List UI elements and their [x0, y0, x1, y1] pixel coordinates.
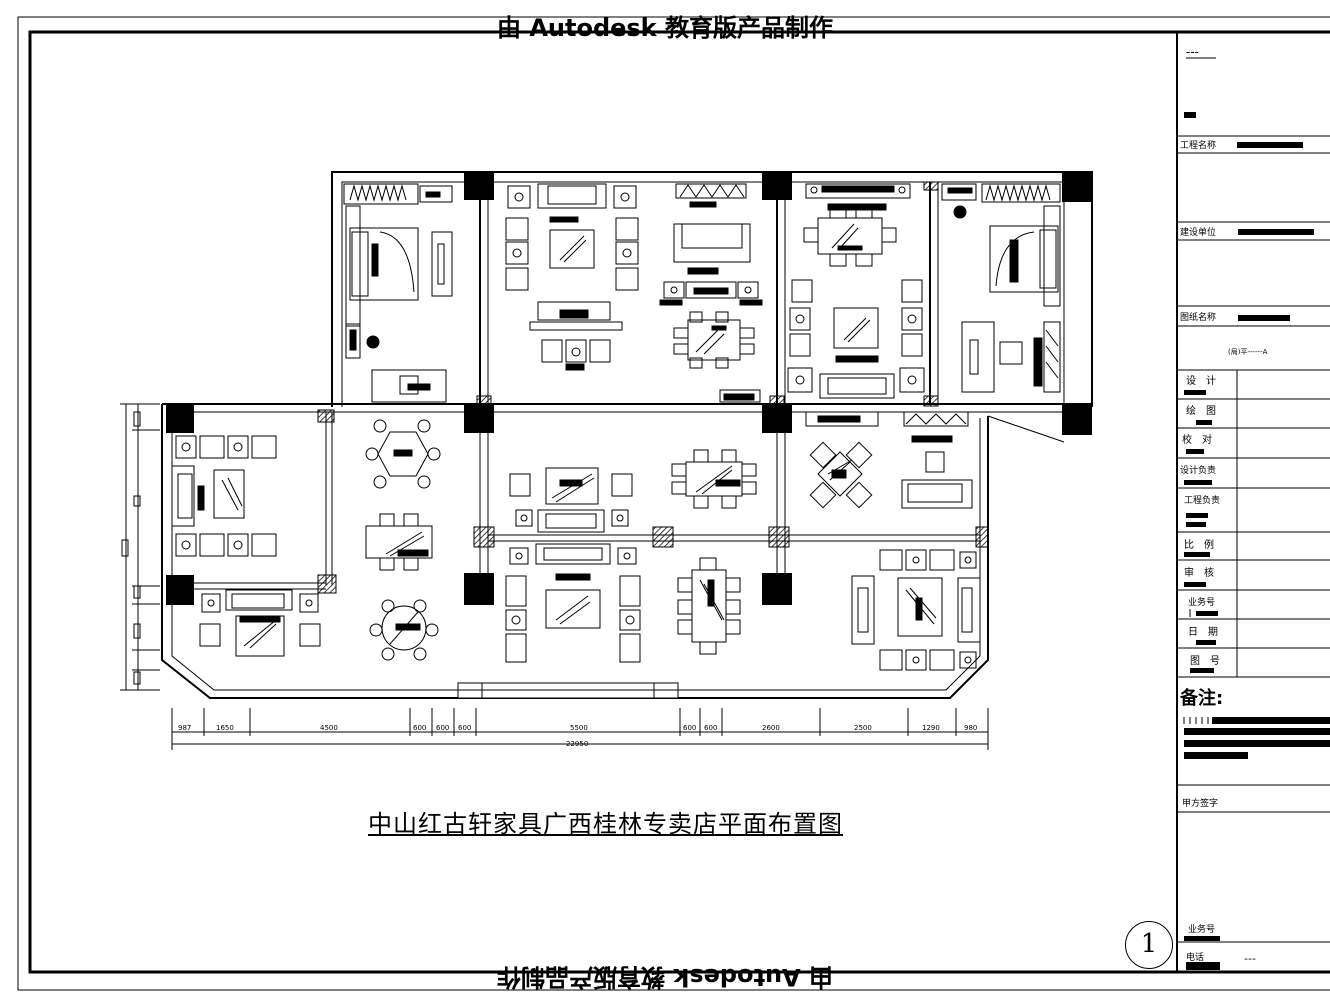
watermark-top: 由 Autodesk 教育版产品制作 [496, 14, 834, 42]
project-lead-label: 工程负责 [1184, 494, 1220, 506]
notes-label: 备注: [1179, 687, 1223, 709]
drawing-name-label: 图纸名称 [1180, 311, 1216, 323]
scale-note: (局)平------A [1228, 348, 1268, 356]
date-label: 日 期 [1188, 626, 1218, 638]
floor-plan [120, 171, 1093, 750]
project-name-label: 工程名称 [1180, 139, 1216, 151]
outer-border [17, 16, 1330, 991]
dim-label: 980 [964, 724, 977, 732]
drawing-no-label: 图 号 [1190, 655, 1220, 667]
client-label: 建设单位 [1180, 226, 1216, 238]
dim-label: 600 [704, 724, 717, 732]
business-no-label: 业务号 [1188, 596, 1215, 608]
dim-label: 987 [178, 724, 191, 732]
inner-border [28, 30, 1330, 974]
dim-label: 1650 [216, 724, 234, 732]
designer-label: 设 计 [1186, 374, 1216, 387]
drafter-label: 绘 图 [1186, 404, 1216, 417]
design-lead-label: 设计负责 [1180, 464, 1216, 476]
drawing-title: 中山红古轩家具广西桂林专卖店平面布置图 [368, 810, 843, 838]
dim-total-label: 22950 [566, 740, 588, 748]
dimension-labels: 987 1650 4500 600 600 600 5500 600 600 2… [178, 724, 977, 748]
dim-label: 5500 [570, 724, 588, 732]
title-block-text: --- 工程名称 建设单位 图纸名称 (局)平------A 设 计 绘 图 校… [1179, 45, 1268, 965]
dim-label: 2500 [854, 724, 872, 732]
reviewer-label: 审 核 [1184, 566, 1214, 579]
watermark-bottom: 由 Autodesk 教育版产品制作 [496, 963, 834, 991]
party-a-sign-label: 甲方签字 [1182, 797, 1218, 809]
scale-label: 比 例 [1184, 538, 1214, 551]
dim-label: 4500 [320, 724, 338, 732]
dim-label: 600 [458, 724, 471, 732]
phone-label: 电话 [1186, 951, 1204, 963]
checker-label: 校 对 [1182, 433, 1212, 446]
dim-label: 600 [413, 724, 426, 732]
dim-label: 1290 [922, 724, 940, 732]
sheet-number: 1 [1125, 921, 1173, 969]
title-block [1176, 32, 1330, 972]
dim-label: 2600 [762, 724, 780, 732]
phone-value: --- [1244, 952, 1256, 965]
dim-label: 600 [436, 724, 449, 732]
dim-label: 600 [683, 724, 696, 732]
header-mark: --- [1186, 45, 1199, 59]
bottom-business-label: 业务号 [1188, 923, 1215, 935]
